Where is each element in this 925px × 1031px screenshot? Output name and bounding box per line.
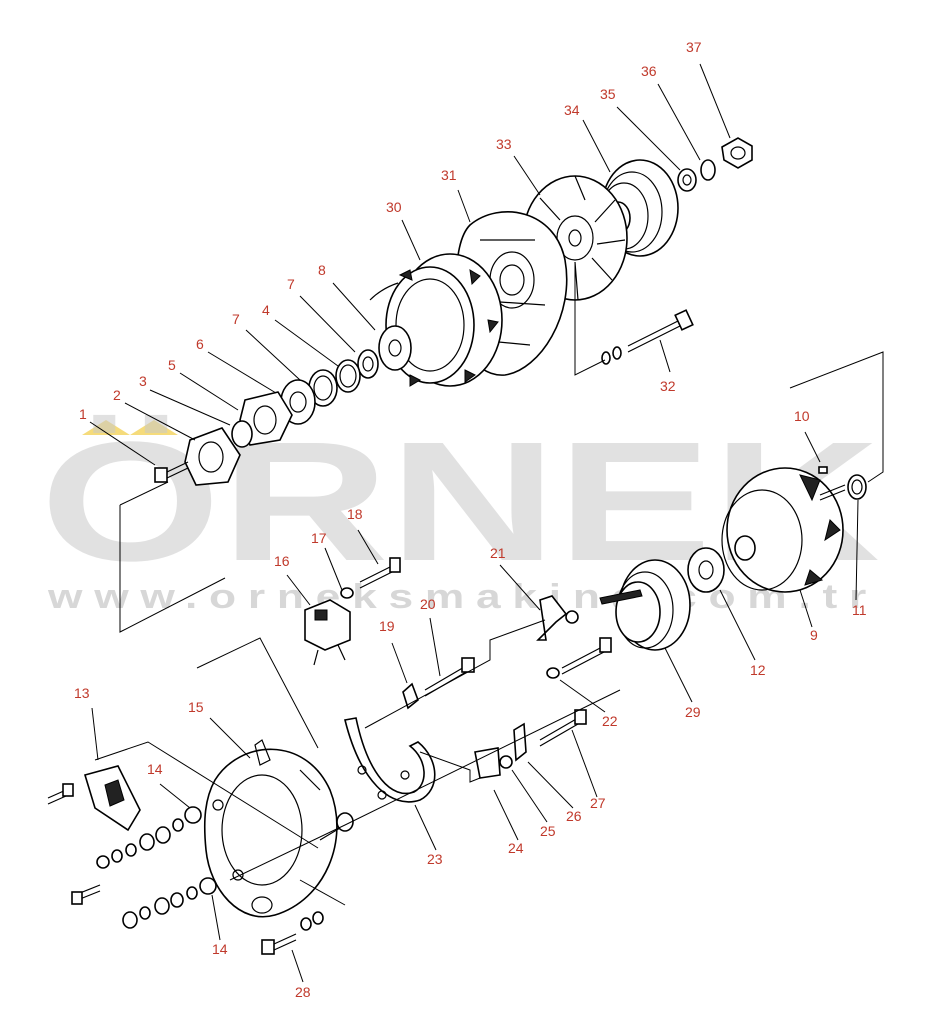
part-rotor-2 [721, 467, 846, 593]
callout-4: 11 [852, 602, 867, 618]
part-screw-5 [154, 461, 189, 483]
part-bolt-20 [424, 657, 475, 697]
callout-18: 18 [347, 506, 363, 522]
callout-5: 1 [79, 406, 87, 422]
callout-22: 22 [602, 713, 618, 729]
callout-26: 26 [566, 808, 582, 824]
part-cover-13 [47, 765, 141, 832]
callout-9: 6 [196, 336, 204, 352]
leader-lines [89, 63, 884, 983]
callout-14-upper: 14 [147, 761, 163, 777]
parts-drawing [47, 137, 867, 955]
part-clip-24 [474, 747, 501, 779]
part-clip-25 [499, 755, 513, 769]
part-plate-8 [239, 391, 293, 446]
callout-17: 17 [311, 530, 327, 546]
callout-11: 7 [287, 276, 295, 292]
callout-29: 29 [685, 704, 701, 720]
part-nut-17 [340, 587, 354, 599]
callout-30: 30 [386, 199, 402, 215]
part-washer-35 [677, 168, 697, 192]
part-hardware-row-upper [71, 806, 202, 905]
callout-20: 20 [420, 596, 436, 612]
part-ring-10 [308, 369, 338, 407]
callout-21: 21 [490, 545, 506, 561]
part-bearing-11 [357, 349, 379, 379]
part-screw-18 [359, 557, 401, 589]
part-hardware-row-lower [122, 877, 217, 929]
part-housing-15 [203, 739, 354, 918]
part-spacer-12 [378, 325, 412, 371]
callout-25: 25 [540, 823, 556, 839]
callout-33: 33 [496, 136, 512, 152]
part-ring-7a [335, 359, 361, 393]
callout-7-upper: 4 [262, 302, 270, 318]
callout-35: 35 [600, 86, 616, 102]
part-pulley-29 [599, 559, 691, 651]
callout-10: 7 [232, 311, 240, 327]
part-clip-21 [536, 595, 579, 641]
callout-19: 19 [379, 618, 395, 634]
callout-16: 16 [274, 553, 290, 569]
part-ring-4 [847, 474, 867, 500]
callout-14-lower: 14 [212, 941, 228, 957]
part-brush-holder-23 [344, 717, 436, 803]
part-clip-26 [513, 722, 527, 762]
part-stator-30 [369, 253, 503, 387]
callout-6: 2 [113, 387, 121, 403]
part-lockwasher-36 [700, 159, 716, 181]
callout-31: 31 [441, 167, 457, 183]
part-regulator-16 [304, 599, 351, 666]
part-plate-6 [184, 427, 241, 486]
callout-23: 23 [427, 851, 443, 867]
part-key-3 [818, 466, 828, 474]
callout-labels: 37 36 35 34 33 31 30 8 7 4 7 6 5 3 2 1 3… [74, 39, 867, 1000]
callout-1: 12 [750, 662, 766, 678]
callout-36: 36 [641, 63, 657, 79]
part-bolt-27 [539, 709, 587, 747]
part-clip-19 [402, 682, 419, 710]
part-bolt-22 [546, 637, 612, 679]
callout-32: 32 [660, 378, 676, 394]
callout-2: 9 [810, 627, 818, 643]
callout-28: 28 [295, 984, 311, 1000]
callout-13: 13 [74, 685, 90, 701]
part-bolt-32 [601, 309, 694, 365]
watermark-url: www.orneksmakina.com.tr [47, 578, 878, 616]
callout-34: 34 [564, 102, 580, 118]
callout-12: 8 [318, 262, 326, 278]
callout-8: 5 [168, 357, 176, 373]
callout-3: 10 [794, 408, 810, 424]
part-bolt-28 [261, 911, 324, 955]
callout-15: 15 [188, 699, 204, 715]
callout-7-lower: 3 [139, 373, 147, 389]
part-bearing-1 [687, 547, 725, 593]
part-nut-37 [721, 137, 753, 169]
callout-24: 24 [508, 840, 524, 856]
callout-37: 37 [686, 39, 702, 55]
callout-27: 27 [590, 795, 606, 811]
part-ring-7b [231, 420, 253, 448]
